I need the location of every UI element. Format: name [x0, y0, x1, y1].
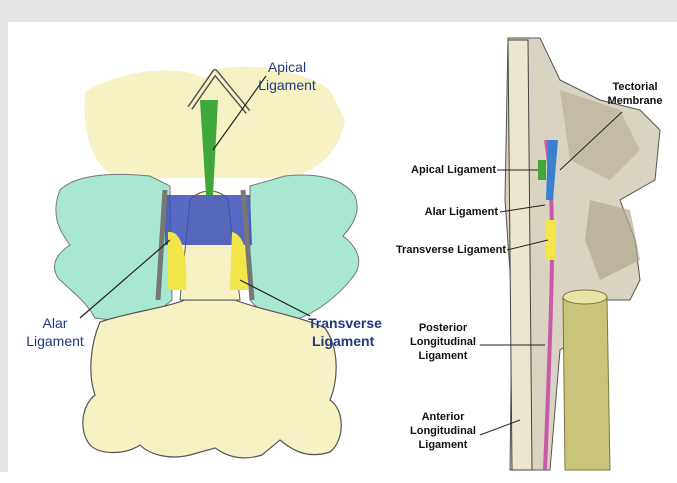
right-anterior-label-line3: Ligament	[406, 438, 480, 452]
right-tectorial-label-line1: Tectorial	[600, 80, 670, 94]
right-posterior-label-line2: Longitudinal	[406, 335, 480, 349]
axis-vertebra	[83, 300, 341, 458]
right-posterior-label: Posterior Longitudinal Ligament	[406, 321, 480, 363]
right-transverse-label: Transverse Ligament	[380, 243, 506, 257]
apical-ligament-green-right	[538, 160, 546, 180]
right-tectorial-label-line2: Membrane	[600, 94, 670, 108]
atlas-right-mass	[250, 175, 359, 320]
atlas-left-mass	[55, 174, 172, 319]
vertebral-column	[508, 40, 532, 470]
left-apical-label: Apical Ligament	[252, 58, 322, 94]
left-alar-label-line1: Alar	[20, 314, 90, 332]
left-transverse-label-line2: Ligament	[308, 332, 386, 350]
right-anterior-label-line1: Anterior	[406, 410, 480, 424]
right-tectorial-label: Tectorial Membrane	[600, 80, 670, 108]
right-apical-label: Apical Ligament	[398, 163, 496, 177]
right-alar-label: Alar Ligament	[400, 205, 498, 219]
spinal-cord-tube	[563, 291, 610, 471]
left-apical-label-line1: Apical	[252, 58, 322, 76]
left-transverse-label-line1: Transverse	[308, 314, 386, 332]
left-alar-label-line2: Ligament	[20, 332, 90, 350]
left-alar-label: Alar Ligament	[20, 314, 90, 350]
right-posterior-label-line3: Ligament	[406, 349, 480, 363]
right-anterior-label: Anterior Longitudinal Ligament	[406, 410, 480, 452]
left-anatomy-diagram	[55, 67, 359, 458]
right-posterior-label-line1: Posterior	[406, 321, 480, 335]
right-anterior-label-line2: Longitudinal	[406, 424, 480, 438]
left-transverse-label: Transverse Ligament	[308, 314, 386, 350]
left-apical-label-line2: Ligament	[252, 76, 322, 94]
